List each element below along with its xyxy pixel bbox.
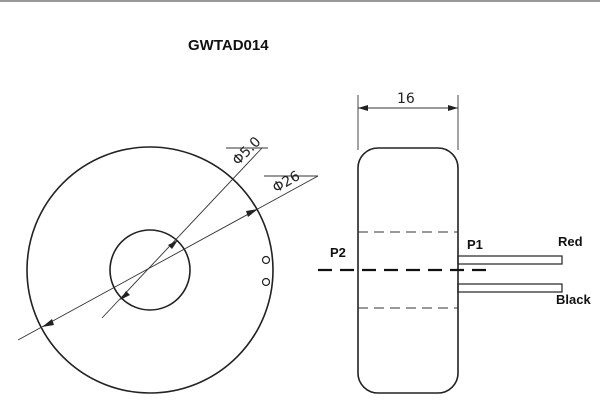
outer-circle <box>26 146 274 394</box>
side-view: 16 P2 P1 Red Black <box>318 91 591 394</box>
part-number-title: GWTAD014 <box>188 37 269 54</box>
black-wire-label: Black <box>556 292 591 307</box>
p1-label: P1 <box>467 237 483 252</box>
thickness-arrow-right <box>448 105 458 111</box>
outer-arrow-left <box>42 319 54 327</box>
inner-hole-circle <box>109 229 191 311</box>
inner-arrow-right <box>168 240 178 249</box>
mounting-hole-upper <box>261 255 271 265</box>
outer-diameter-label: Φ26 <box>270 168 303 196</box>
p2-label: P2 <box>330 245 346 260</box>
front-view: Φ5.0 Φ26 <box>17 134 319 394</box>
mounting-hole-lower <box>261 277 271 287</box>
outer-diameter-leader <box>17 175 319 341</box>
thickness-label: 16 <box>397 91 415 107</box>
outer-arrow-right <box>246 209 258 217</box>
black-wire <box>457 283 563 293</box>
inner-diameter-leader <box>101 147 263 319</box>
red-wire-label: Red <box>558 234 583 249</box>
thickness-arrow-left <box>358 105 368 111</box>
inner-arrow-left <box>120 291 130 300</box>
red-wire <box>457 255 563 265</box>
